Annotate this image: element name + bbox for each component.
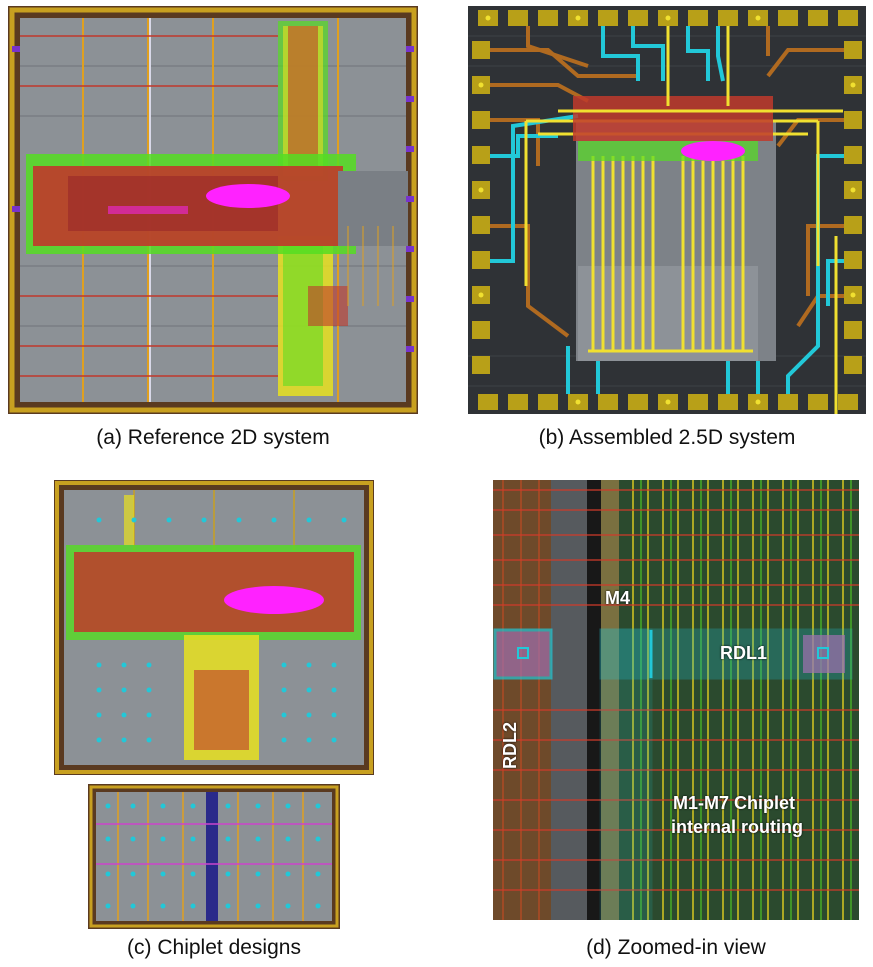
zoomed-layout bbox=[493, 480, 859, 920]
panel-zoomed-view: M4 RDL1 RDL2 M1-M7 Chiplet internal rout… bbox=[493, 480, 859, 920]
assembled-2-5d-layout bbox=[468, 6, 866, 414]
caption-d: (d) Zoomed-in view bbox=[586, 936, 766, 959]
panel-reference-2d bbox=[8, 6, 418, 414]
panel-assembled-2-5d bbox=[468, 6, 866, 414]
label-rdl2: RDL2 bbox=[500, 721, 521, 770]
label-internal-routing-line2: internal routing bbox=[671, 817, 803, 837]
caption-b: (b) Assembled 2.5D system bbox=[538, 426, 796, 449]
caption-a: (a) Reference 2D system bbox=[96, 426, 330, 449]
chiplet-small-layout bbox=[88, 784, 340, 929]
label-internal-routing-line1: M1-M7 Chiplet bbox=[673, 793, 796, 813]
caption-c: (c) Chiplet designs bbox=[127, 936, 301, 959]
panel-chiplet-small bbox=[88, 784, 340, 929]
label-rdl1: RDL1 bbox=[720, 643, 768, 663]
chiplet-large-layout bbox=[54, 480, 374, 775]
panel-chiplet-designs bbox=[54, 480, 374, 775]
reference-2d-layout bbox=[8, 6, 418, 414]
label-m4: M4 bbox=[605, 588, 631, 608]
